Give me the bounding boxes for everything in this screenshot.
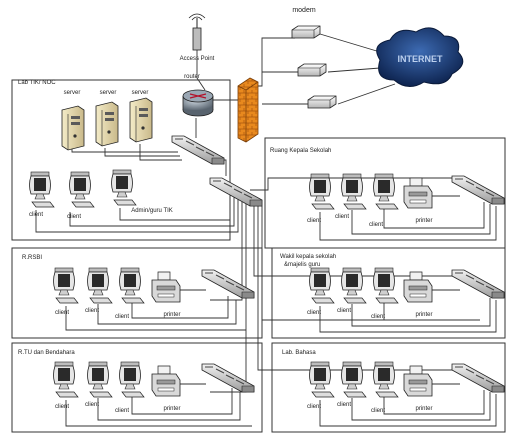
switch-distribution xyxy=(209,177,263,207)
room-border-wakil xyxy=(271,247,506,339)
router-label: router xyxy=(184,74,200,80)
bahasa-client-2-label: client xyxy=(337,402,351,408)
bahasa-client-1 xyxy=(309,361,335,398)
room-tu-label: R.TU dan Bendahara xyxy=(18,350,75,356)
room-wakil-label-line2: &majelis guru xyxy=(284,262,320,268)
modem-top xyxy=(291,25,321,39)
bahasa-client-3 xyxy=(373,361,399,398)
kepala-printer xyxy=(403,177,433,209)
internet-label: INTERNET xyxy=(398,54,444,64)
server-1 xyxy=(61,105,85,151)
lab-client-2-label: client xyxy=(67,214,81,220)
server-3 xyxy=(129,97,153,143)
kepala-client-1-label: client xyxy=(307,218,321,224)
tu-printer-label: printer xyxy=(163,406,180,412)
bahasa-switch xyxy=(451,363,505,393)
modem-bottom xyxy=(307,95,337,109)
access-point-label: Access Point xyxy=(180,56,215,62)
kepala-client-2 xyxy=(341,173,367,210)
router-icon xyxy=(182,89,214,117)
room-border-lab-tik xyxy=(11,79,231,241)
kepala-client-2-label: client xyxy=(335,214,349,220)
room-rsbi-label: R.RSBI xyxy=(22,255,42,261)
rsbi-client-2 xyxy=(87,267,113,304)
rsbi-client-1-label: client xyxy=(55,310,69,316)
lab-client-3-label: Admin/guru TIK xyxy=(131,208,173,214)
wakil-printer xyxy=(403,271,433,303)
server-1-label: server xyxy=(64,90,81,96)
wakil-printer-label: printer xyxy=(415,312,432,318)
room-wakil-label-line1: Wakil kepala sekolah xyxy=(280,254,336,260)
tu-client-1 xyxy=(53,361,79,398)
wakil-switch xyxy=(451,269,505,299)
kepala-client-1 xyxy=(309,173,335,210)
tu-printer xyxy=(151,365,181,397)
rsbi-client-1 xyxy=(53,267,79,304)
server-2 xyxy=(95,101,119,147)
wakil-client-2-label: client xyxy=(337,308,351,314)
bahasa-printer-label: printer xyxy=(415,406,432,412)
cables xyxy=(35,33,497,427)
wakil-client-1-label: client xyxy=(307,310,321,316)
internet-cloud: INTERNET xyxy=(376,27,464,87)
room-border-bahasa xyxy=(271,342,506,433)
rsbi-printer-label: printer xyxy=(163,312,180,318)
tu-client-3-label: client xyxy=(115,408,129,414)
tu-client-1-label: client xyxy=(55,404,69,410)
rsbi-client-3-label: client xyxy=(115,314,129,320)
modem-middle xyxy=(297,63,327,77)
kepala-client-3-label: client xyxy=(369,222,383,228)
wakil-client-2 xyxy=(341,267,367,304)
bahasa-client-1-label: client xyxy=(307,404,321,410)
kepala-client-3 xyxy=(373,173,399,210)
room-bahasa-label: Lab. Bahasa xyxy=(282,350,316,356)
room-borders xyxy=(11,79,506,433)
rsbi-client-2-label: client xyxy=(85,308,99,314)
tu-client-2 xyxy=(87,361,113,398)
kepala-printer-label: printer xyxy=(415,218,432,224)
bahasa-client-2 xyxy=(341,361,367,398)
lab-client-1-label: client xyxy=(29,212,43,218)
lab-client-2 xyxy=(69,171,95,208)
access-point-icon xyxy=(188,13,206,51)
room-border-tu xyxy=(11,342,263,433)
firewall-icon xyxy=(237,77,259,143)
bahasa-printer xyxy=(403,365,433,397)
room-kepala-label: Ruang Kepala Sekolah xyxy=(270,148,331,154)
modem-label: modem xyxy=(292,7,316,14)
bahasa-client-3-label: client xyxy=(371,408,385,414)
server-2-label: server xyxy=(100,90,117,96)
lab-client-1 xyxy=(29,171,55,208)
tu-client-2-label: client xyxy=(85,402,99,408)
wakil-client-3-label: client xyxy=(371,314,385,320)
lab-client-3 xyxy=(111,169,137,206)
wakil-client-1 xyxy=(309,267,335,304)
tu-client-3 xyxy=(119,361,145,398)
room-lab-tik-label: Lab TIK/ NOC xyxy=(18,80,56,86)
rsbi-printer xyxy=(151,271,181,303)
server-3-label: server xyxy=(132,90,149,96)
wakil-client-3 xyxy=(373,267,399,304)
room-border-rsbi xyxy=(11,247,263,339)
kepala-switch xyxy=(451,175,505,205)
rsbi-client-3 xyxy=(119,267,145,304)
